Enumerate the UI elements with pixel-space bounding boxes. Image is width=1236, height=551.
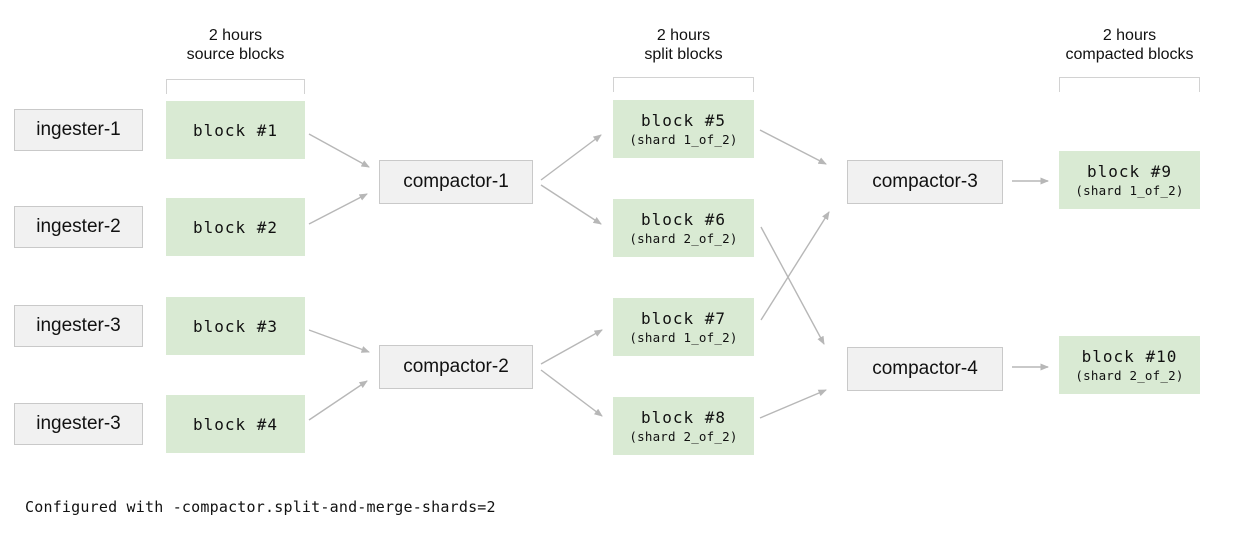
compactor-1-node: compactor-1: [379, 160, 533, 204]
arrow-block-5-to-compactor-3: [759, 129, 827, 165]
block-1-label: block #1: [192, 120, 279, 140]
block-6-label: block #6: [640, 210, 727, 229]
block-4: block #4: [166, 395, 305, 453]
block-10: block #10 (shard 2_of_2): [1059, 336, 1200, 394]
arrow-block-1-to-compactor-1: [308, 133, 370, 168]
block-6: block #6 (shard 2_of_2): [613, 199, 754, 257]
block-3: block #3: [166, 297, 305, 355]
block-9: block #9 (shard 1_of_2): [1059, 151, 1200, 209]
block-2-label: block #2: [192, 217, 279, 237]
column-header-compacted-line2: compacted blocks: [1065, 46, 1194, 63]
block-8-shard: (shard 2_of_2): [629, 429, 738, 444]
arrow-block-4-to-compactor-2: [308, 380, 368, 421]
arrow-block-7-to-compactor-3: [760, 211, 830, 321]
block-2: block #2: [166, 198, 305, 256]
block-6-shard: (shard 2_of_2): [629, 231, 738, 246]
column-header-source-line2: source blocks: [186, 46, 285, 63]
column-header-source: 2 hours source blocks: [146, 26, 325, 64]
block-9-label: block #9: [1086, 162, 1173, 181]
block-10-shard: (shard 2_of_2): [1075, 368, 1184, 383]
column-header-split-line1: 2 hours: [656, 27, 711, 44]
arrow-compactor-1-to-block-5: [540, 134, 602, 181]
column-header-split: 2 hours split blocks: [594, 26, 773, 64]
ingester-1-node: ingester-1: [14, 109, 143, 151]
caption: Configured with -compactor.split-and-mer…: [25, 498, 496, 516]
ingester-3a-node: ingester-3: [14, 305, 143, 347]
arrow-block-8-to-compactor-4: [759, 389, 827, 419]
column-header-source-line1: 2 hours: [208, 27, 263, 44]
ingester-3b-node: ingester-3: [14, 403, 143, 445]
column-header-split-line2: split blocks: [644, 46, 723, 63]
block-7: block #7 (shard 1_of_2): [613, 298, 754, 356]
block-3-label: block #3: [192, 316, 279, 336]
source-blocks-bracket: [166, 79, 305, 94]
arrow-block-2-to-compactor-1: [308, 193, 368, 225]
block-4-label: block #4: [192, 414, 279, 434]
ingester-2-node: ingester-2: [14, 206, 143, 248]
column-header-compacted: 2 hours compacted blocks: [1040, 26, 1219, 64]
block-7-shard: (shard 1_of_2): [629, 330, 738, 345]
compacted-blocks-bracket: [1059, 77, 1200, 92]
column-header-compacted-line1: 2 hours: [1102, 27, 1157, 44]
split-blocks-bracket: [613, 77, 754, 92]
block-5: block #5 (shard 1_of_2): [613, 100, 754, 158]
block-8-label: block #8: [640, 408, 727, 427]
arrow-compactor-1-to-block-6: [540, 184, 602, 225]
arrow-block-3-to-compactor-2: [308, 329, 370, 353]
block-5-shard: (shard 1_of_2): [629, 132, 738, 147]
block-1: block #1: [166, 101, 305, 159]
block-10-label: block #10: [1081, 347, 1178, 366]
arrow-compactor-2-to-block-8: [540, 369, 603, 417]
arrow-block-6-to-compactor-4: [760, 226, 825, 345]
compactor-4-node: compactor-4: [847, 347, 1003, 391]
compactor-3-node: compactor-3: [847, 160, 1003, 204]
block-5-label: block #5: [640, 111, 727, 130]
block-8: block #8 (shard 2_of_2): [613, 397, 754, 455]
compactor-2-node: compactor-2: [379, 345, 533, 389]
block-7-label: block #7: [640, 309, 727, 328]
block-9-shard: (shard 1_of_2): [1075, 183, 1184, 198]
arrow-compactor-2-to-block-7: [540, 329, 603, 365]
